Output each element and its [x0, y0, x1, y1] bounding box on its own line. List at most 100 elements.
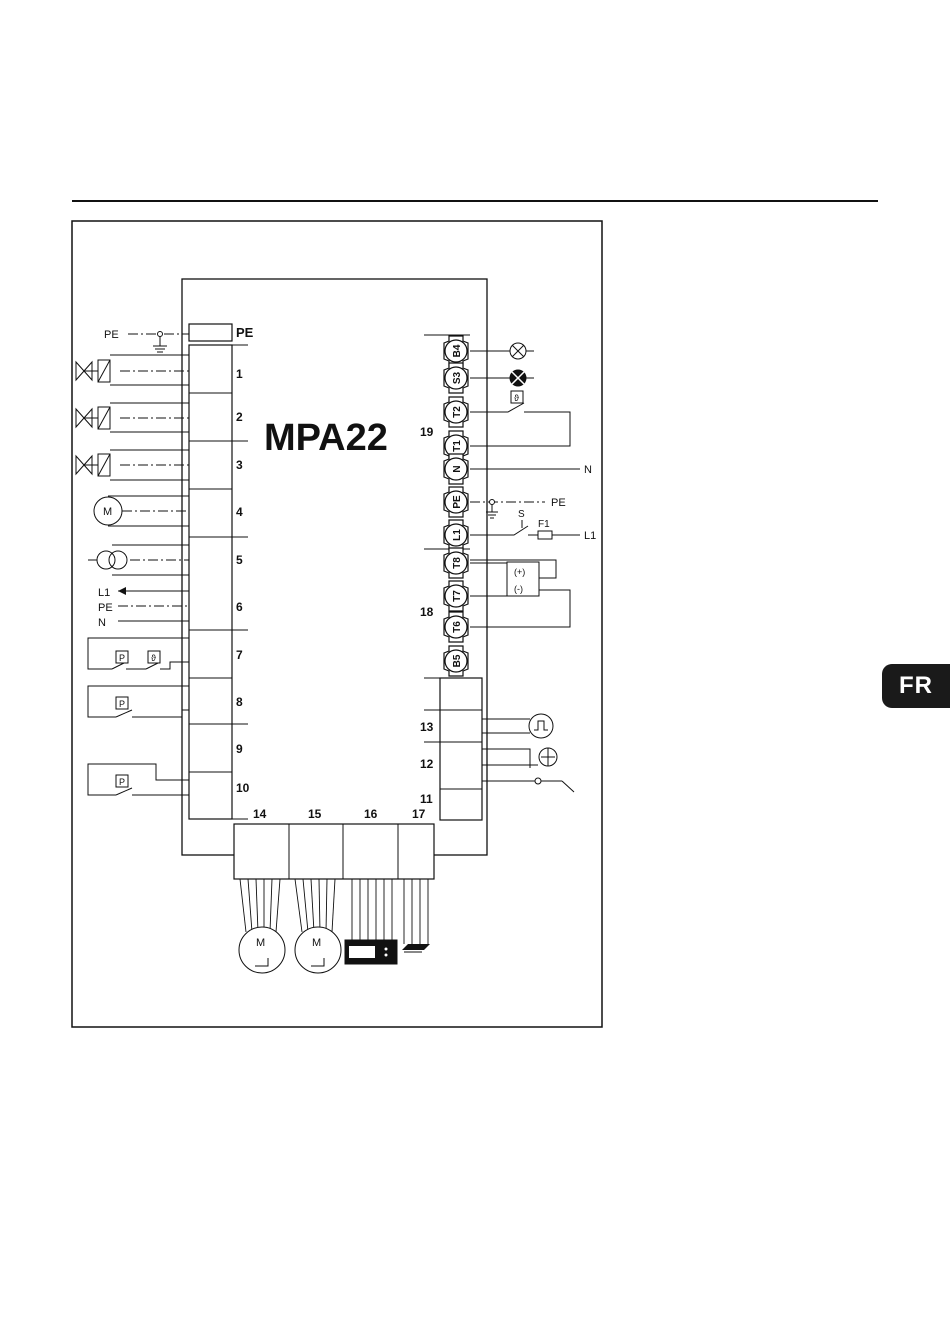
bottom-wire: [326, 879, 327, 932]
terminal-number-9: 9: [236, 742, 243, 756]
pin-label-n: N: [452, 465, 463, 472]
controller-body: [182, 279, 487, 855]
terminal-number-15: 15: [308, 807, 322, 821]
pin-label-t7: T7: [452, 590, 463, 602]
terminal-number-13: 13: [420, 720, 434, 734]
bottom-wire: [256, 879, 258, 932]
display-module-icon: [345, 940, 397, 964]
term6-n-label: N: [98, 617, 106, 629]
valve-icon: [76, 403, 189, 432]
pin-t8: T8: [444, 548, 468, 578]
pin-l1: L1: [444, 520, 468, 550]
room-thermostat: [470, 391, 570, 446]
switch-p-label: P: [119, 653, 125, 663]
pin-label-t6: T6: [452, 621, 463, 633]
bottom-wire: [295, 879, 302, 932]
pe-top-left-label: PE: [104, 329, 119, 341]
language-badge: FR: [882, 664, 950, 708]
pressure-thermo-switch: [88, 638, 189, 669]
pe-label: PE: [551, 497, 566, 509]
group-number-18: 18: [420, 605, 434, 619]
n-label: N: [584, 464, 592, 476]
motor-15-label: M: [312, 937, 321, 949]
language-badge-text: FR: [882, 672, 950, 700]
terminal-number-16: 16: [364, 807, 378, 821]
bus-logo-icon: [402, 944, 430, 952]
pin-label-pe: PE: [452, 495, 463, 509]
terminal-number-2: 2: [236, 410, 243, 424]
switch-p-label: P: [119, 777, 125, 787]
terminal-number-14: 14: [253, 807, 267, 821]
pe-top-block: [189, 324, 232, 341]
thermostat-symbol: ϑ: [514, 393, 519, 403]
pressure-switch: [88, 764, 189, 795]
stepper-motor-icon: [239, 927, 285, 973]
pin-n: N: [444, 454, 468, 484]
terminal-number-11: 11: [420, 792, 433, 806]
terminal-number-17: 17: [412, 807, 426, 821]
terminal-number-10: 10: [236, 781, 250, 795]
motor-4-label: M: [103, 506, 112, 518]
pin-label-l1: L1: [452, 529, 463, 541]
pin-t7: T7: [444, 581, 468, 611]
pe-top-block-label: PE: [236, 325, 254, 340]
ionisation-probe-icon: [482, 748, 557, 768]
valve-icon: [76, 450, 189, 480]
terminal-number-6: 6: [236, 600, 243, 614]
terminal-number-7: 7: [236, 648, 243, 662]
pressure-switch: [88, 686, 189, 717]
terminal-number-5: 5: [236, 553, 243, 567]
bottom-wire: [276, 879, 280, 932]
bottom-terminal-strip: [234, 824, 434, 879]
valve-icon: [76, 355, 189, 385]
diagram-title: MPA22: [264, 417, 388, 459]
arrow-left-icon: [118, 587, 126, 595]
pin-label-b4: B4: [452, 344, 463, 357]
bottom-wire: [248, 879, 252, 932]
terminal-number-8: 8: [236, 695, 243, 709]
pin-b4: B4: [444, 336, 468, 366]
reset-switch-icon: [482, 778, 574, 792]
thermo-label: ϑ: [151, 653, 156, 663]
right-terminal-strip: [424, 678, 482, 820]
pin-s3: S3: [444, 363, 468, 393]
terminal-number-1: 1: [236, 367, 243, 381]
pin-label-s3: S3: [452, 371, 463, 384]
pin-b5: B5: [444, 646, 468, 676]
terminal-number-4: 4: [236, 505, 243, 519]
term6-pe-label: PE: [98, 602, 113, 614]
pin-t6: T6: [444, 612, 468, 642]
terminal-number-12: 12: [420, 757, 434, 771]
pin-label-t2: T2: [452, 406, 463, 418]
pin-label-t1: T1: [452, 440, 463, 452]
terminal-number-3: 3: [236, 458, 243, 472]
bottom-wire: [332, 879, 335, 932]
pin-t2: T2: [444, 397, 468, 427]
transformer-icon: [88, 545, 189, 575]
motor-14-label: M: [256, 937, 265, 949]
bottom-wire: [311, 879, 314, 932]
sensor-minus: (-): [514, 584, 523, 594]
sensor-plus: (+): [514, 567, 525, 577]
pin-pe: PE: [444, 487, 468, 517]
bottom-wire: [319, 879, 320, 932]
stepper-motor-icon: [295, 927, 341, 973]
term6-l1-label: L1: [98, 587, 110, 599]
pe-top-node: [158, 332, 163, 337]
pulse-sensor-icon: [482, 714, 553, 738]
pin-label-t8: T8: [452, 557, 463, 569]
fuse-f1-label: F1: [538, 519, 550, 530]
diagram-frame: [72, 221, 602, 1027]
pin-label-b5: B5: [452, 654, 463, 667]
alarm-lamp-icon: [510, 370, 534, 386]
l1-label: L1: [584, 530, 596, 542]
switch-p-label: P: [119, 699, 125, 709]
bottom-wire: [270, 879, 272, 932]
pe-node: [490, 500, 495, 505]
switch-s-label: S: [518, 509, 525, 520]
lamp-icon: [510, 343, 534, 359]
bottom-wire: [303, 879, 308, 932]
bottom-wire: [240, 879, 246, 932]
